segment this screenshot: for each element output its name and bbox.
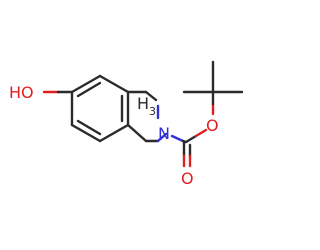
bond-ring2-4 (126, 123, 148, 143)
piperidine-ring (126, 90, 168, 143)
bond-ring2-2 (144, 90, 158, 102)
bond-ring-5 (70, 123, 102, 143)
bond-ring-4 (98, 123, 130, 143)
benzene-ring (70, 74, 130, 143)
bond-c-o-ester-red (194, 128, 208, 138)
carbonyl-oxygen-label: O (181, 169, 194, 188)
methyl-overlap-label: H (137, 94, 149, 113)
bond-ring-2 (98, 74, 130, 94)
ester-oxygen-label: O (206, 116, 219, 135)
nitrogen-label: N (158, 124, 170, 143)
bond-ring-inner-3 (76, 119, 102, 136)
hydroxyl-label: HO (9, 83, 34, 102)
bond-ring-inner-1 (76, 81, 102, 98)
structure-diagram: HO H 3 N O O (9, 60, 244, 188)
bond-c-o-ester (184, 134, 198, 144)
bond-ring-1 (70, 74, 102, 94)
bond-ring2-n1 (156, 132, 168, 143)
methyl-overlap-subscript: 3 (149, 105, 156, 118)
bond-n-c (170, 134, 185, 143)
